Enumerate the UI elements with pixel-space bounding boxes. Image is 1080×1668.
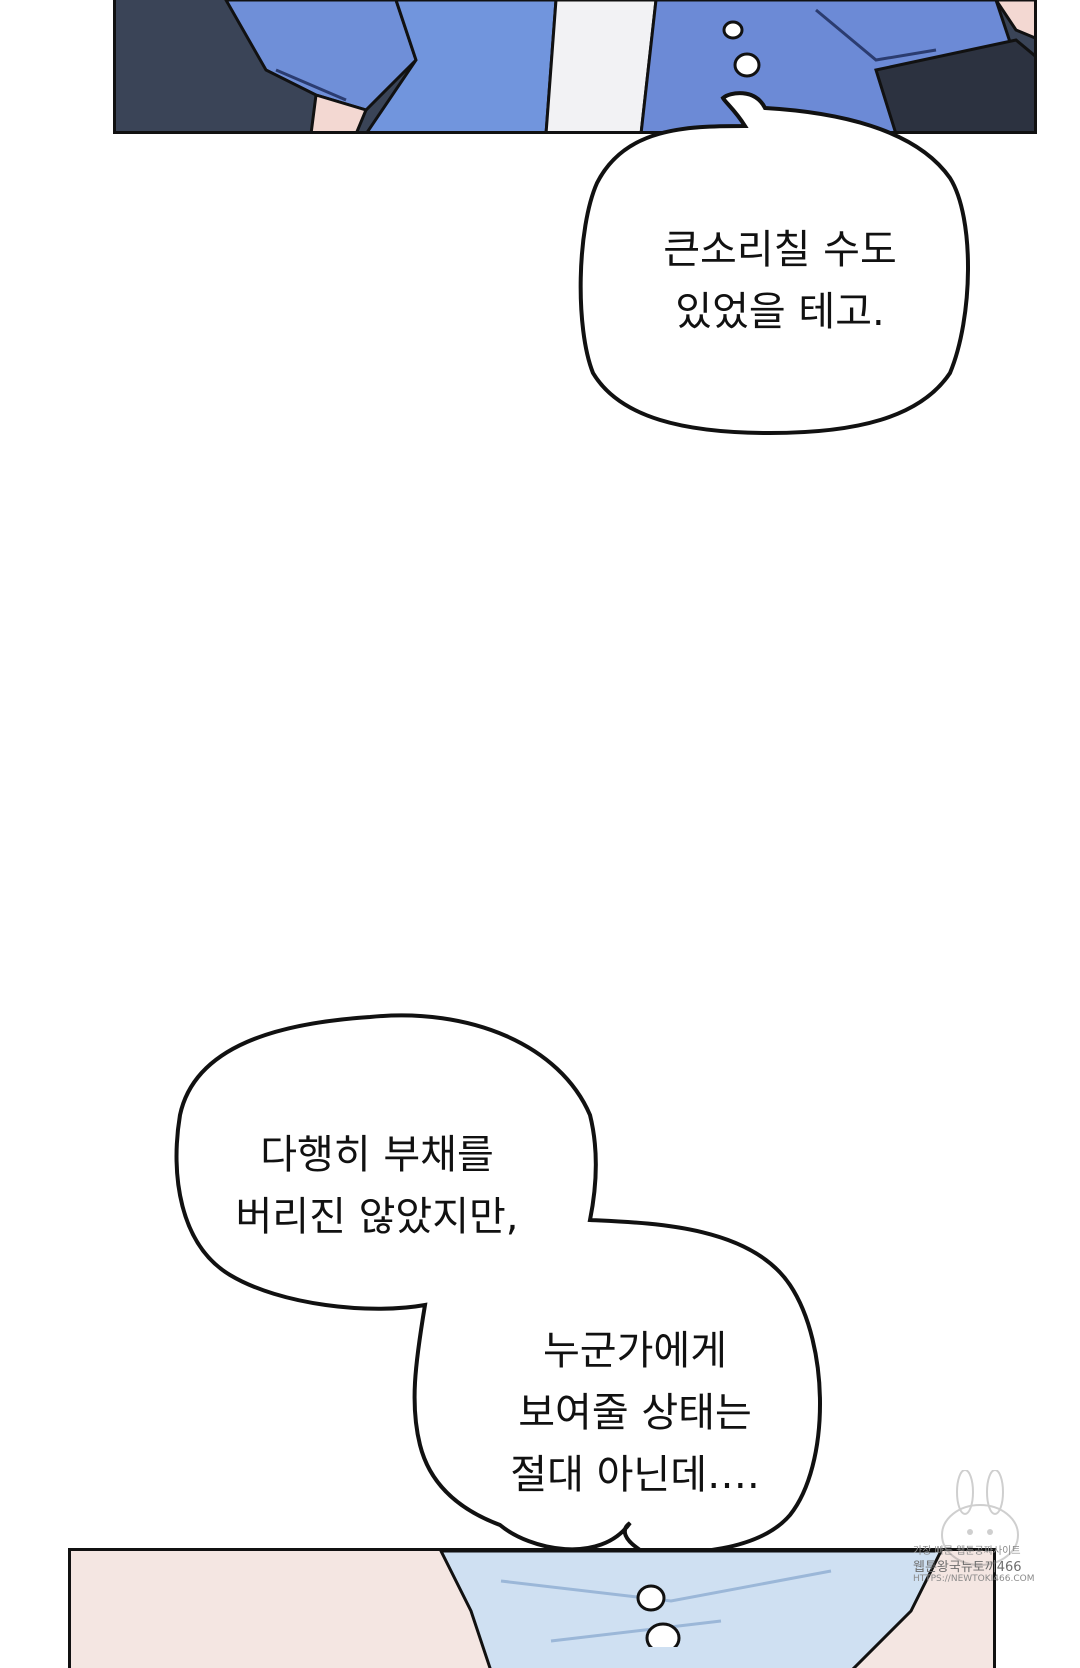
bunny-logo-icon — [941, 1469, 1019, 1566]
bottom-bubble-trail — [636, 1584, 681, 1647]
bottom-bubble-text-second: 누군가에게 보여줄 상태는 절대 아닌데…. — [510, 1328, 760, 1498]
top-bubble-trail — [722, 20, 761, 78]
site-watermark: 가장 빠른 웹툰공짜사이트 웹툰왕국뉴토끼466 HTTPS://NEWTOKI… — [905, 1469, 1065, 1640]
bottom-speech-bubble — [174, 1013, 822, 1555]
watermark-line2: 웹툰왕국뉴토끼466 — [913, 1560, 1022, 1575]
watermark-line1: 가장 빠른 웹툰공짜사이트 — [913, 1546, 1021, 1557]
top-speech-bubble — [578, 91, 970, 436]
bottom-bubble-text-first: 다행히 부채를 버리진 않았지만, — [235, 1132, 519, 1240]
watermark-line3: HTTPS://NEWTOKI466.COM — [913, 1574, 1035, 1584]
top-bubble-text: 큰소리칠 수도 있었을 테고. — [663, 227, 897, 335]
